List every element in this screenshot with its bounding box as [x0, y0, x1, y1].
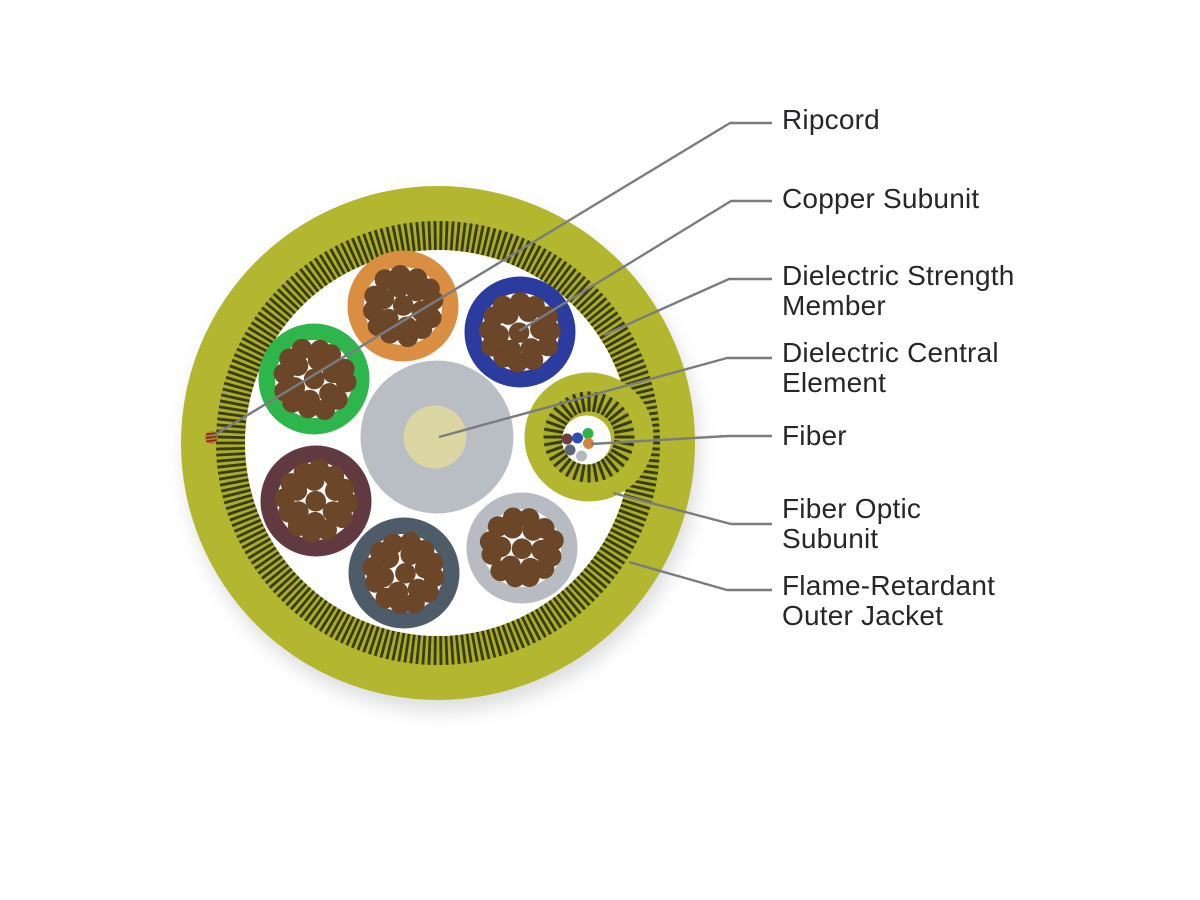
copper-wire — [382, 533, 404, 555]
leader-dielectric-strength-member — [603, 277, 772, 337]
copper-wire — [305, 490, 327, 512]
leader-ripcord — [212, 121, 772, 438]
leader-dielectric-central-element — [438, 356, 772, 439]
copper-wire — [502, 507, 524, 529]
leader-copper-subunit — [518, 199, 772, 333]
copper-wire — [487, 516, 509, 537]
copper-wire — [392, 295, 414, 316]
label-dielectric-central-element: Dielectric Central Element — [782, 337, 999, 398]
fiber-dot-orange — [583, 438, 594, 449]
fiber-dot-green — [582, 428, 594, 439]
copper-wire — [490, 560, 511, 582]
copper-wire — [320, 344, 342, 365]
label-flame-retardant-outer-jacket: Flame-Retardant Outer Jacket — [782, 570, 996, 631]
fiber-dot-maroon — [561, 433, 573, 445]
copper-wire — [280, 473, 302, 494]
copper-wire — [364, 285, 385, 307]
label-dielectric-strength-member: Dielectric Strength Member — [782, 260, 1015, 321]
label-copper-subunit: Copper Subunit — [782, 183, 980, 214]
copper-wire — [543, 530, 564, 551]
copper-wire — [518, 508, 540, 529]
copper-wire — [511, 538, 533, 560]
fiber-dot-slate — [564, 444, 576, 456]
copper-wire — [479, 531, 501, 552]
copper-wire — [303, 368, 325, 390]
copper-subunit-maroon — [260, 445, 372, 557]
copper-wire — [539, 320, 561, 342]
label-fiber: Fiber — [782, 420, 847, 451]
fiber-dot-light-gray — [576, 450, 587, 462]
copper-wire — [537, 335, 558, 357]
copper-wire — [389, 264, 411, 286]
copper-wire — [297, 397, 319, 419]
copper-subunit-green — [258, 323, 370, 435]
copper-wire — [335, 371, 357, 393]
copper-subunit-orange — [347, 250, 459, 362]
copper-subunit-slate — [348, 517, 460, 629]
copper-wire — [273, 363, 295, 384]
fiber-optic-subunit — [524, 372, 654, 502]
label-ripcord: Ripcord — [782, 104, 880, 135]
copper-wire — [522, 349, 544, 371]
copper-wire — [314, 399, 335, 420]
copper-subunit-blue — [464, 276, 576, 388]
leader-fiber — [590, 434, 772, 446]
copper-wire — [411, 318, 433, 340]
copper-wire — [375, 587, 397, 609]
label-fiber-optic-subunit: Fiber Optic Subunit — [782, 493, 922, 554]
dielectric-central-element — [360, 360, 514, 514]
copper-subunit-light-gray — [466, 492, 578, 604]
leader-fiber-optic-subunit — [612, 491, 772, 526]
copper-wire — [291, 338, 313, 360]
copper-wire — [332, 507, 353, 529]
copper-wire — [481, 335, 502, 357]
copper-wire — [418, 582, 439, 603]
copper-wire — [395, 562, 416, 584]
copper-wire — [492, 295, 514, 317]
copper-wire — [363, 300, 384, 322]
leader-flame-retardant-outer-jacket — [628, 560, 772, 592]
fiber-dot-blue — [572, 432, 583, 444]
